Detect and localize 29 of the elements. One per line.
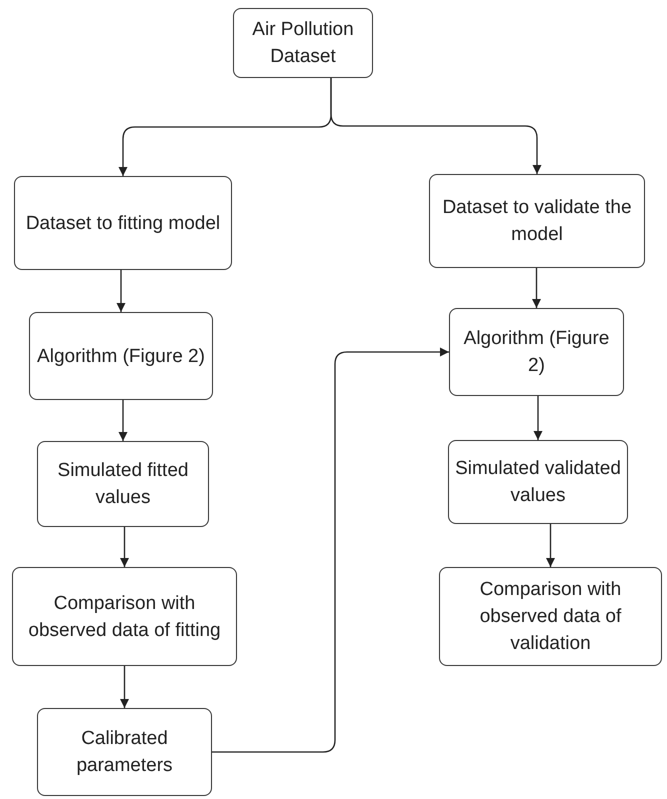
process-box [439,567,662,666]
process-box [37,708,212,796]
arrow [120,527,129,567]
arrow [330,78,542,174]
arrow [116,270,126,312]
box-text: Comparison with observed data of fitting [27,592,222,642]
arrow [532,268,541,308]
process-box [449,308,624,396]
process-box [429,174,645,268]
arrow [534,396,542,440]
process-box [12,567,237,666]
process-box [37,441,209,527]
box-text: Dataset to fitting model [26,212,220,236]
arrow [212,348,449,753]
process-box [233,8,373,78]
arrow [546,524,555,567]
box-text: Calibrated parameters [75,727,174,778]
arrow [120,666,129,708]
box-text: Air Pollution Dataset [251,18,355,69]
box-text: Dataset to validate the model [441,196,633,247]
arrow [118,400,128,441]
box-text: Simulated fitted values [56,459,190,510]
box-text: Algorithm (Figure 2) [462,327,610,378]
process-box [14,176,232,270]
process-box [448,440,628,524]
box-text: Simulated validated values [454,457,622,508]
box-text: Comparison with observed data of validation [478,578,622,656]
process-box [29,312,213,400]
box-text: Algorithm (Figure 2) [37,344,205,368]
